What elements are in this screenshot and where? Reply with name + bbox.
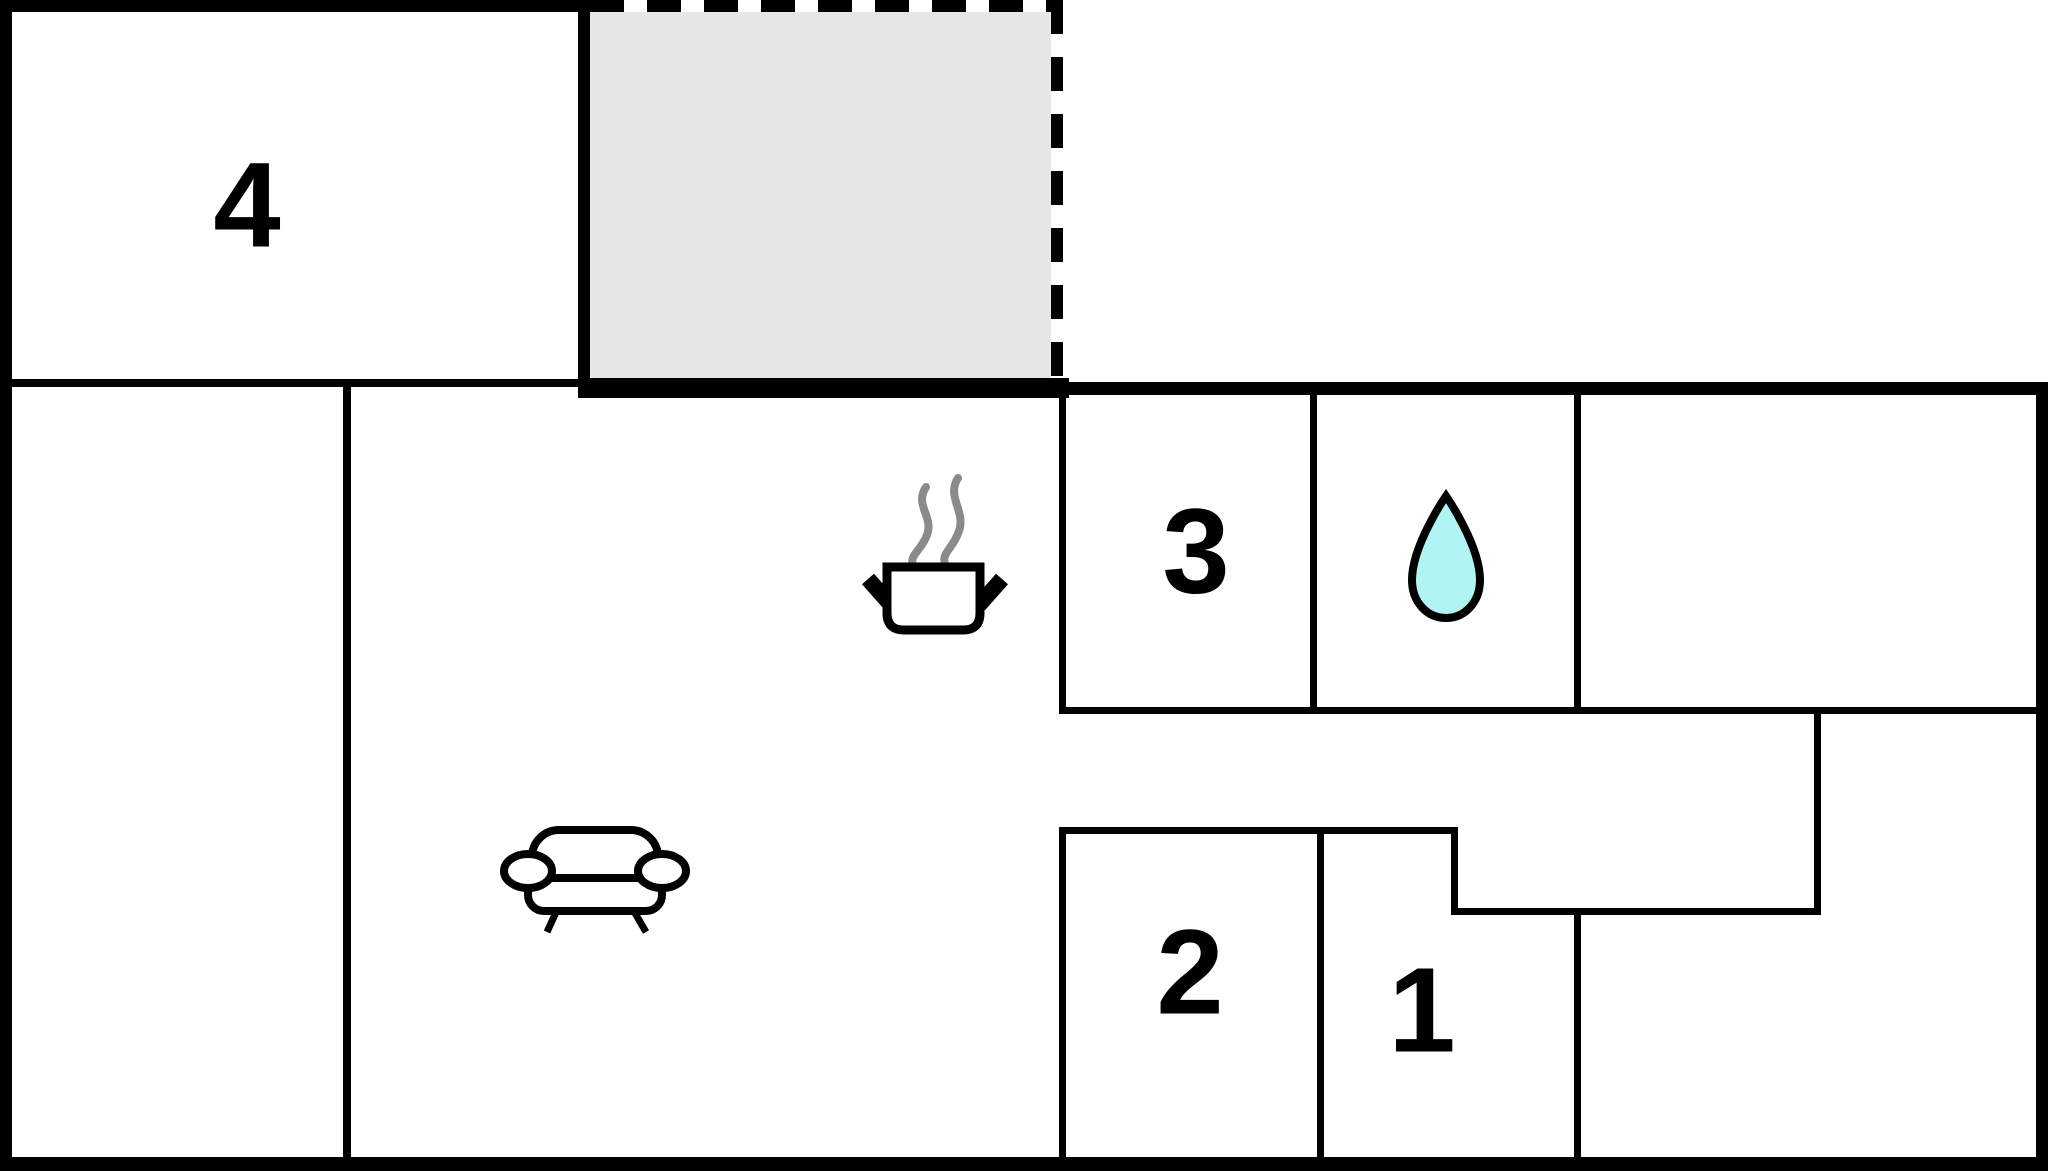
wall-room3-left (1059, 389, 1066, 714)
room-4-label: 4 (213, 136, 281, 273)
bottom-right-room-area (1581, 915, 2036, 1157)
room-2-label: 2 (1156, 903, 1224, 1040)
wall-room4-bottom (12, 379, 578, 387)
room-4-area (12, 12, 578, 379)
wall-room1-right (1574, 908, 1581, 1157)
wall-outer-right (2036, 382, 2048, 1171)
wall-room2-left (1059, 827, 1066, 1157)
wall-top-right-section (1059, 382, 2048, 395)
wall-terrace-right-dashed (1051, 0, 1063, 380)
room-3-label: 3 (1162, 482, 1230, 619)
wall-step-horizontal (1451, 908, 1821, 915)
water-drop-icon (1407, 488, 1485, 623)
wall-bathroom-right (1574, 389, 1581, 714)
hallway-area (1066, 714, 1814, 827)
wall-bottom-right-room-left-step (1814, 707, 1821, 915)
wall-bedrooms-top (1059, 827, 1458, 834)
wall-terrace-left (578, 0, 590, 389)
wall-terrace-bottom (578, 378, 1069, 398)
wall-outer-bottom (0, 1157, 2048, 1171)
room-1-label: 1 (1388, 941, 1456, 1078)
right-room-area (1581, 395, 2036, 707)
entry-room-area (12, 389, 343, 1157)
terrace-area (590, 12, 1051, 378)
steam-icon (908, 474, 965, 570)
sofa-icon (500, 826, 690, 934)
wall-terrace-top-dashed (590, 0, 1063, 12)
wall-room1-step-vertical (1451, 827, 1458, 915)
wall-room3-bathroom-divider (1310, 389, 1317, 714)
wall-outer-top (0, 0, 590, 12)
wall-entry-living-divider (343, 387, 351, 1157)
wall-mid-horizontal (1059, 707, 2036, 714)
cooking-pot-icon (862, 474, 1008, 635)
wall-outer-left (0, 0, 12, 1171)
wall-room2-room1-divider (1317, 827, 1324, 1157)
